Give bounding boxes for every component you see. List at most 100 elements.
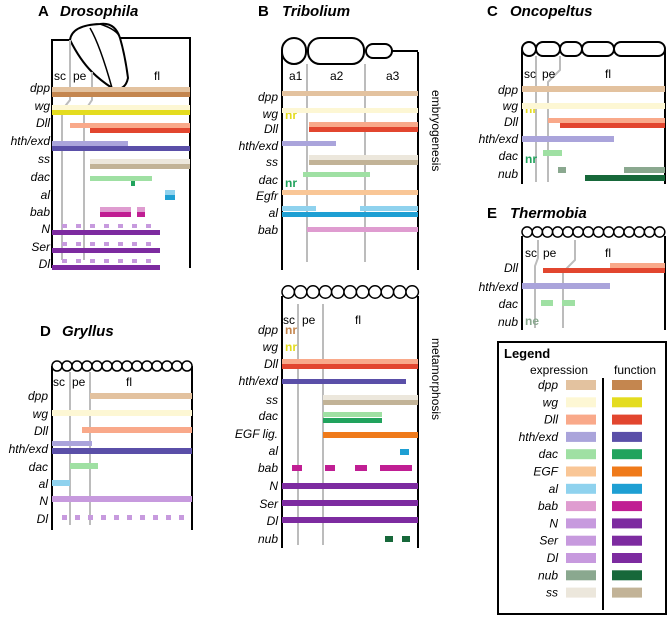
panel-a-n-expr [104,224,109,228]
panel-d-n-expr [52,496,192,502]
panel-b-embryo-label-7: al [269,206,279,220]
panel-b-stage-embryogenesis: embryogenesis [429,90,443,171]
panel-d-segment-circle [171,360,183,372]
panel-a-label-4: ss [38,152,50,166]
panel-b-embryo-egfr-expr [282,190,418,195]
legend-swatch-function-hth [612,431,642,442]
legend-swatch-expression-ss [566,587,596,598]
panel-a-title: Drosophila [60,3,138,20]
panel-a-ss-func [90,164,190,169]
panel-a-seg-sc: sc [54,69,66,83]
panel-b-meta-nub-func [402,536,410,542]
panel-b-meta-dl-func [282,517,418,523]
panel-b-meta-ser-func [282,500,418,506]
panel-d-label-2: Dll [34,424,48,438]
panel-e-segment-circle [531,226,544,238]
legend-swatch-expression-Dll [566,414,596,425]
panel-d-bars [52,393,192,520]
panel-d-seg-sc: sc [53,375,65,389]
panel-b-meta-segment-circle [355,285,370,299]
panel-a-ser-expr [132,242,137,246]
panel-e-segment-circle [582,226,595,238]
panel-a-wg-func [52,110,190,115]
panel-a-label-3: hth/exd [11,134,51,148]
panel-b-meta-segment-circle [392,285,407,299]
panel-a-al-expr [165,190,175,195]
panel-a-n-expr [76,224,81,228]
panel-d-dl-expr [114,515,119,520]
panel-a-n-expr [146,224,151,228]
legend-swatch-expression-al [566,483,596,494]
panel-c-dpp-expr [522,86,665,92]
panel-c: C Oncopeltus sc pe fl nr nr dppwgDllhth/… [479,3,666,184]
panel-c-dll-func [560,123,665,128]
panel-e-segment-circle [562,226,574,238]
panel-d-segment-circle [151,360,163,372]
panel-e-letter: E [487,205,497,222]
panel-e-segment-circle [633,226,646,238]
panel-d-label-6: N [39,494,48,508]
panel-b-meta-al-func [400,449,409,455]
panel-a-dl-expr [132,259,137,263]
panel-e-label-3: nub [498,315,518,329]
panel-b-meta-label-9: N [269,479,278,493]
panel-d-segment-circle [181,360,193,372]
legend-swatch-function-Ser [612,535,642,546]
panel-a-label-8: N [41,222,50,236]
panel-e-dll-expr [610,263,665,268]
legend-label-ss: ss [546,586,558,600]
panel-a-dac-expr [90,176,152,181]
panel-d-dl-expr [62,515,67,520]
panel-b-meta-dac-expr [323,412,382,417]
panel-c-letter: C [487,3,498,20]
legend-label-Ser: Ser [539,534,559,548]
panel-a-bab-func [137,212,145,217]
panel-b-meta-dll-func [282,364,418,369]
panel-b-meta-segment-circle [368,285,382,299]
panel-d-hth-expr [52,441,92,446]
panel-d-dl-expr [101,515,106,520]
panel-a-bab-func [100,212,131,217]
panel-e-segment-circle [541,226,554,238]
panel-a-dl-expr [146,259,151,263]
panel-e-segment-circle [592,226,605,238]
panel-a-hth-expr [52,141,128,146]
panel-b-meta-ss-expr [323,395,418,400]
panel-a-n-func [52,230,160,235]
panel-b-meta-segment-circle [380,285,395,299]
panel-b-meta-segment-circle [293,285,308,299]
legend-swatch-expression-wg [566,397,596,408]
panel-b-meta-egf-func [323,432,418,438]
panel-b-embryo-hth-expr [282,141,336,146]
panel-a-bab-expr [137,207,145,212]
panel-a-dll-func [90,128,190,133]
panel-d-title: Gryllus [62,323,114,340]
panel-a-frame [51,37,191,268]
panel-b-embryo-label-4: ss [266,155,278,169]
panel-a-label-10: Dl [39,257,51,271]
panel-b-embryo-wg-expr [282,108,418,113]
panel-b-embryo-dll-expr [309,122,418,127]
panel-b-meta-segment-circle [318,285,333,299]
panel-b-embryo-label-3: hth/exd [239,139,279,153]
panel-e-hth-expr [522,283,610,289]
legend-swatch-function-dac [612,449,642,460]
panel-d-dl-expr [75,515,80,520]
panel-a-dl-expr [62,259,67,263]
panel-a-seg-pe: pe [73,69,87,83]
legend-label-al: al [549,482,559,496]
legend-col-expression: expression [530,363,588,377]
legend-label-wg: wg [543,395,559,409]
legend-swatch-function-wg [612,397,642,408]
panel-a-n-expr [62,224,67,228]
panel-c-seg-3 [559,41,583,57]
legend-swatch-expression-dac [566,449,596,460]
legend-label-dpp: dpp [538,378,558,392]
panel-a-label-9: Ser [31,240,51,254]
panel-e-label-1: hth/exd [479,280,519,294]
legend-title: Legend [504,346,550,361]
